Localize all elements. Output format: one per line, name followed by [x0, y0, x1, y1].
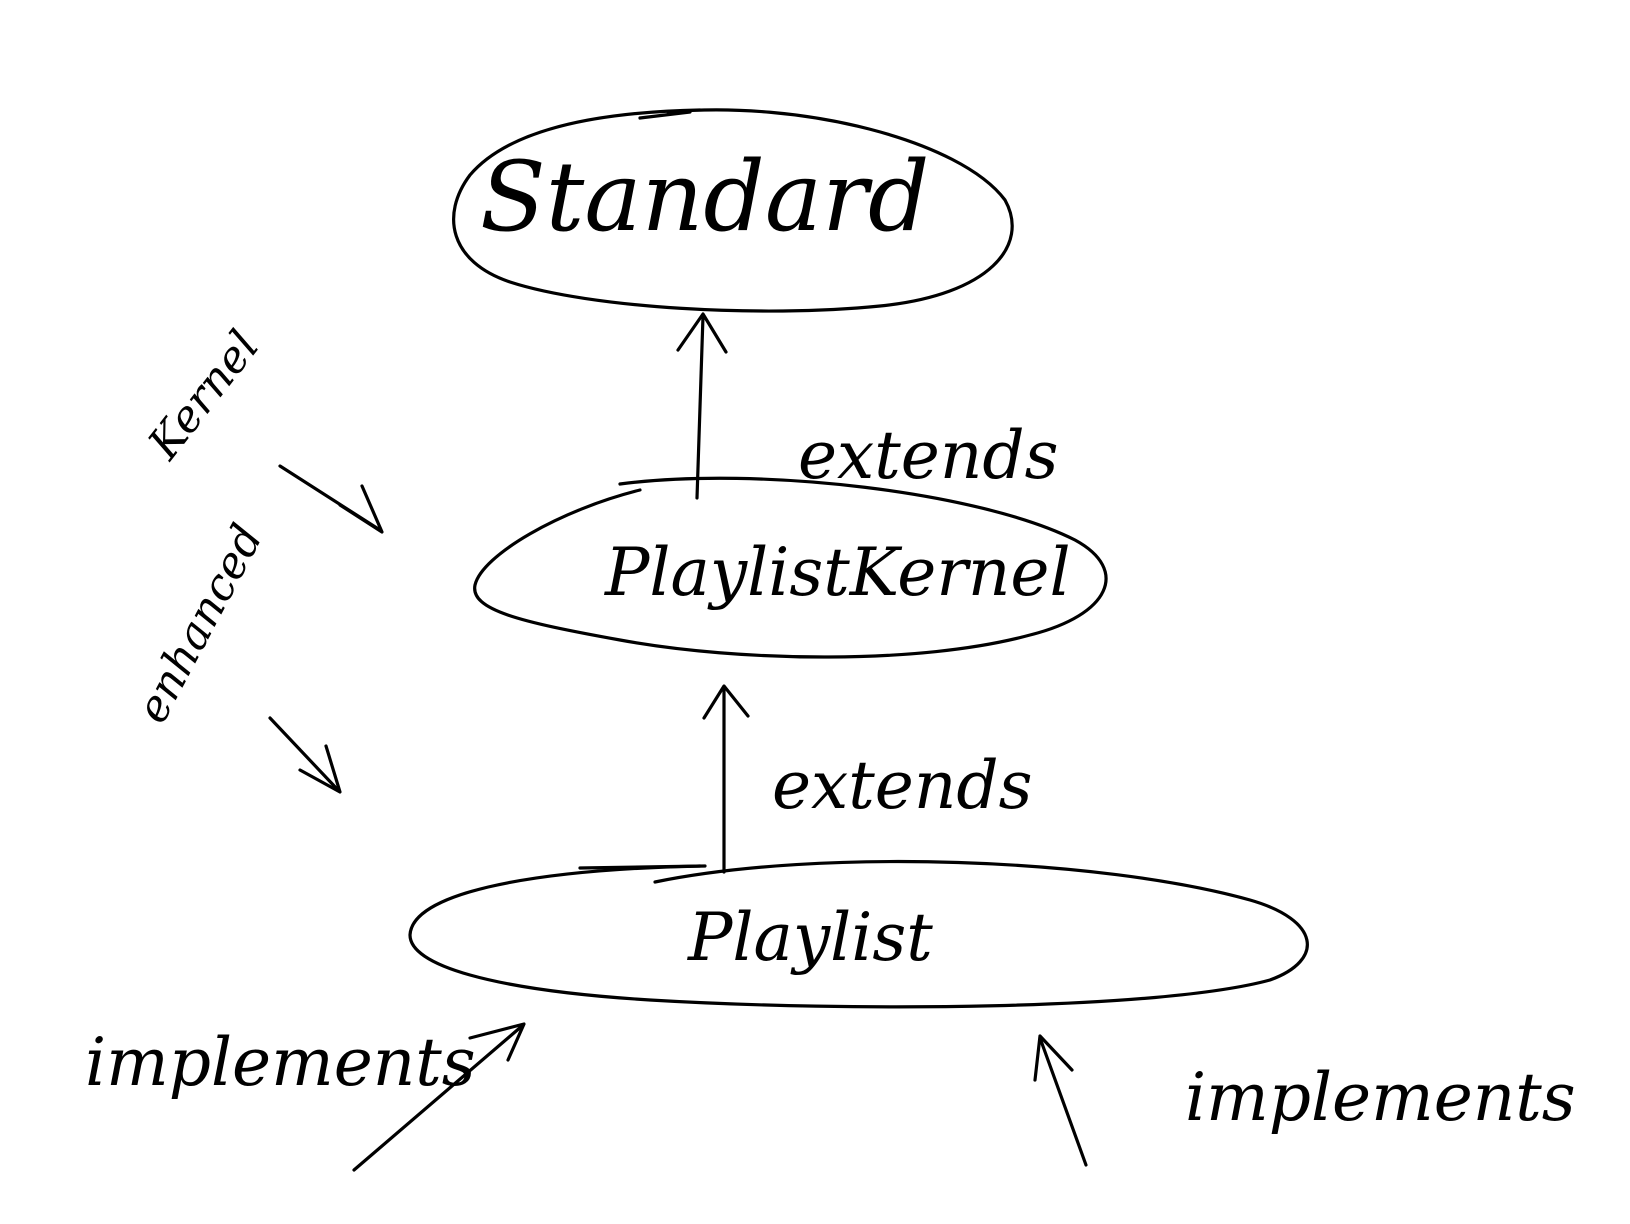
- node-playlist-kernel: PlaylistKernel: [473, 476, 1108, 659]
- arrow-down-right-icon: [268, 716, 340, 792]
- edge-kernel-extends-standard-line: [695, 314, 705, 500]
- node-standard-label: Standard: [480, 141, 929, 253]
- node-standard-ellipse: [452, 108, 1014, 313]
- arrow-down-right-icon-head: [338, 484, 384, 534]
- arrowhead-up-icon: [1033, 1034, 1074, 1082]
- edge-left-implements-playlist: implements: [85, 1022, 526, 1172]
- arrowhead-up-icon: [702, 684, 750, 720]
- node-playlist-kernel-ellipse: [473, 476, 1108, 659]
- edge-right-implements-playlist: implements: [1033, 1034, 1576, 1167]
- arrow-down-right-icon-head: [298, 744, 342, 794]
- node-playlist-ellipse-overshoot: [578, 864, 707, 870]
- edge-kernel-extends-standard-label: extends: [798, 417, 1059, 494]
- side-note-enhanced: enhanced: [127, 516, 342, 794]
- node-playlist-kernel-label: PlaylistKernel: [604, 534, 1071, 611]
- side-note-kernel-label: Kernel: [138, 321, 269, 469]
- edge-right-implements-playlist-label: implements: [1185, 1059, 1576, 1136]
- arrowhead-diagonal-icon: [468, 1022, 526, 1062]
- edge-right-implements-playlist-line: [1038, 1036, 1088, 1167]
- edge-playlist-extends-kernel-label: extends: [772, 747, 1033, 824]
- edge-playlist-extends-kernel: extends: [702, 684, 1033, 874]
- node-playlist: Playlist: [408, 859, 1309, 1009]
- node-playlist-ellipse: [408, 859, 1309, 1009]
- node-standard: Standard: [452, 108, 1014, 313]
- edge-left-implements-playlist-label: implements: [85, 1024, 476, 1101]
- node-standard-ellipse-overshoot: [638, 110, 692, 120]
- edge-left-implements-playlist-line: [352, 1024, 524, 1172]
- node-playlist-label: Playlist: [687, 899, 933, 976]
- edge-kernel-extends-standard: extends: [676, 312, 1059, 500]
- side-note-enhanced-label: enhanced: [127, 516, 274, 731]
- arrowhead-up-icon: [676, 312, 728, 354]
- side-note-kernel: Kernel: [138, 321, 384, 534]
